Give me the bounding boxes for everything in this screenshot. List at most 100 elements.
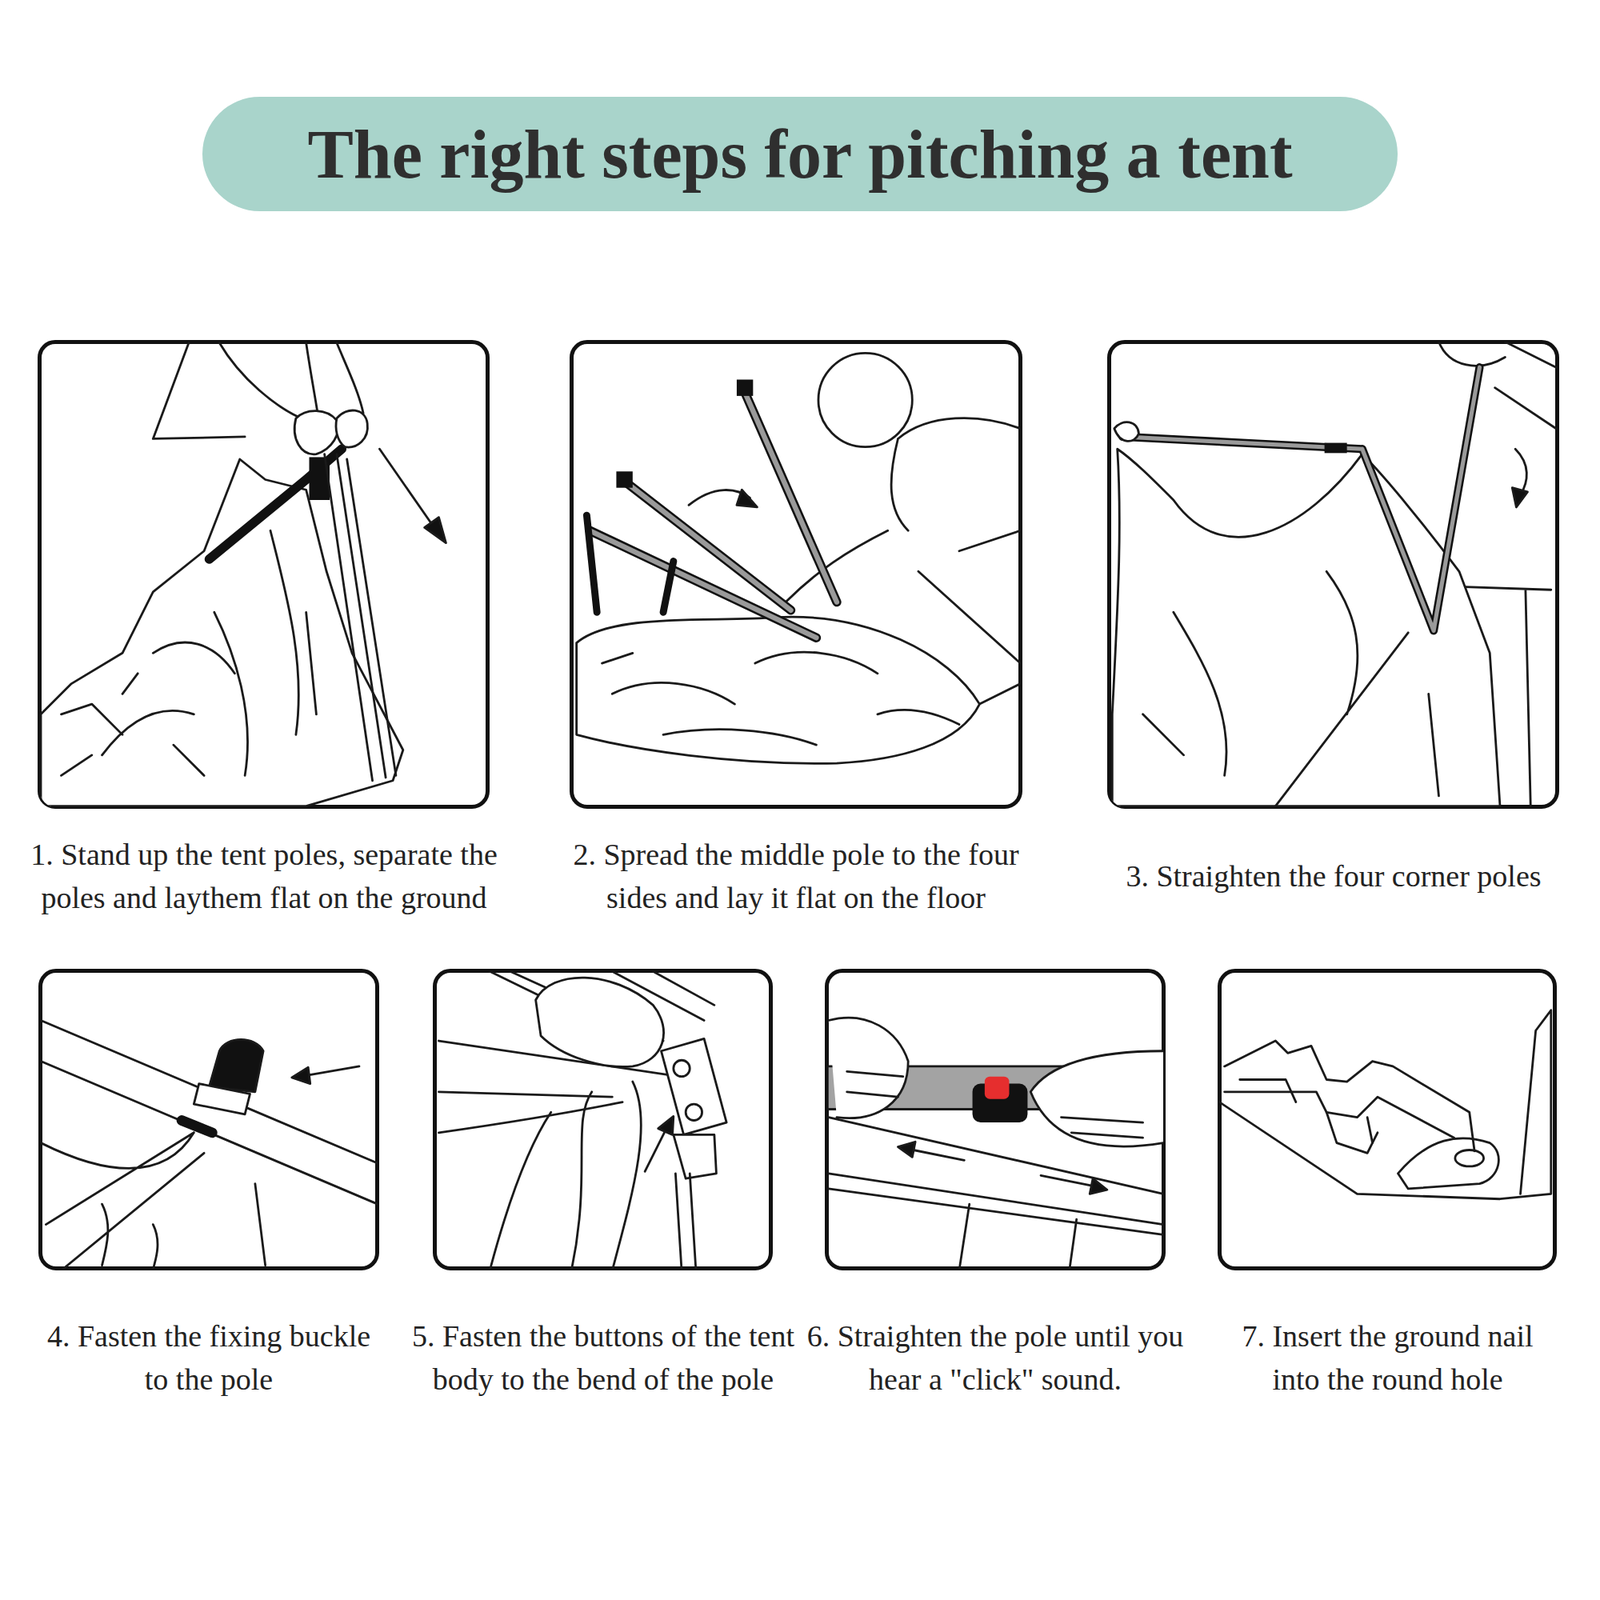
panel-three-art — [1143, 571, 1440, 806]
panel-one-art — [324, 454, 396, 781]
caption-area: 2. Spread the middle pole to the four si… — [548, 804, 1044, 949]
panel-two-art — [586, 515, 673, 612]
step-caption: 7. Insert the ground nail into the round… — [1217, 1315, 1558, 1402]
panel-five-art — [675, 1173, 696, 1270]
step-panel: 2. Spread the middle pole to the four si… — [569, 340, 1023, 809]
panel-six-art — [1089, 1178, 1108, 1194]
step-panel: 3. Straighten the four corner poles — [1107, 340, 1560, 809]
panel-two-art — [918, 530, 1021, 704]
panel-six-art — [1030, 1051, 1164, 1147]
panel-one-art — [336, 410, 368, 448]
panel-one-art — [40, 459, 404, 807]
panel-one-art — [61, 530, 317, 776]
panel-four-art — [40, 1020, 378, 1270]
panel-six-art — [972, 1084, 1028, 1123]
panel-four-art — [193, 1084, 250, 1115]
panel-five-art — [673, 1060, 690, 1076]
title-band: The right steps for pitching a tent — [202, 96, 1398, 212]
panel-five-art — [438, 1040, 714, 1133]
panel-seven-art — [1367, 1117, 1372, 1144]
panel-five-art — [489, 971, 664, 1051]
panel-four-art — [40, 1132, 266, 1270]
caption-area: 4. Fasten the fixing buckle to the pole — [36, 1266, 381, 1451]
panel-three-art — [1512, 488, 1528, 508]
step-caption: 6. Straighten the pole until you hear a … — [803, 1315, 1188, 1402]
panel-two-art — [602, 652, 960, 745]
panel-five-art — [438, 971, 727, 1269]
panel-two-art — [818, 352, 912, 447]
panel-one-art — [424, 517, 447, 544]
step-caption: 5. Fasten the buttons of the tent body t… — [407, 1315, 800, 1402]
panel-two-art — [589, 388, 837, 638]
step-panel: 6. Straighten the pole until you hear a … — [824, 968, 1166, 1271]
panel-two-art — [576, 352, 1021, 764]
panel-one-art — [208, 448, 342, 560]
panel-six-art — [913, 1149, 965, 1160]
caption-area: 3. Straighten the four corner poles — [1085, 804, 1582, 949]
caption-area: 7. Insert the ground nail into the round… — [1217, 1266, 1558, 1451]
panel-one-art — [152, 343, 245, 440]
panel-two-art — [736, 489, 758, 508]
panel-two-art — [589, 388, 837, 638]
panel-six-art — [897, 1141, 916, 1157]
panel-seven-art — [1455, 1149, 1484, 1166]
panel-two-art — [688, 489, 751, 505]
panel-seven-art — [1224, 1040, 1476, 1152]
caption-area: 1. Stand up the tent poles, separate the… — [20, 804, 508, 949]
panel-five-art — [673, 1134, 717, 1179]
panel-seven-art — [1219, 1010, 1552, 1200]
step-panel: 5. Fasten the buttons of the tent body t… — [432, 968, 773, 1271]
step-panel: 7. Insert the ground nail into the round… — [1217, 968, 1557, 1271]
step-caption: 3. Straighten the four corner poles — [1125, 855, 1541, 899]
step-caption: 1. Stand up the tent poles, separate the… — [20, 833, 508, 920]
panel-three-art — [1114, 422, 1140, 442]
panel-two-art — [576, 616, 980, 764]
panel-six-art — [828, 1017, 908, 1118]
title-text: The right steps for pitching a tent — [307, 114, 1292, 195]
panel-seven-art — [1219, 1010, 1552, 1200]
panel-one-art — [40, 343, 446, 807]
panel-five-art — [685, 1104, 702, 1120]
panel-one-art — [294, 411, 338, 455]
panel-three-art — [1122, 367, 1480, 631]
panel-six-art — [828, 1017, 1164, 1270]
step-panel: 4. Fasten the fixing buckle to the pole — [38, 968, 380, 1271]
panel-seven-art — [1224, 1092, 1455, 1138]
step-panel: 1. Stand up the tent poles, separate the… — [37, 340, 490, 809]
panel-four-art — [40, 1020, 378, 1205]
panel-three-art — [1515, 448, 1527, 495]
panel-five-art — [536, 977, 664, 1067]
panel-six-art — [984, 1076, 1010, 1100]
panel-four-art — [181, 1120, 212, 1133]
panel-one-art — [308, 456, 330, 500]
panel-seven-art — [1240, 1079, 1378, 1153]
caption-area: 5. Fasten the buttons of the tent body t… — [407, 1266, 800, 1451]
panel-four-art — [306, 1066, 360, 1076]
step-caption: 2. Spread the middle pole to the four si… — [548, 833, 1044, 920]
panel-three-art — [1122, 367, 1480, 631]
panel-six-art — [828, 1117, 1164, 1270]
panel-three-art — [1324, 443, 1348, 454]
caption-area: 6. Straighten the pole until you hear a … — [803, 1266, 1188, 1451]
panel-five-art — [661, 1038, 728, 1135]
step-caption: 4. Fasten the fixing buckle to the pole — [36, 1315, 381, 1402]
panel-six-art — [828, 1066, 1164, 1110]
panel-four-art — [292, 1067, 311, 1084]
panel-six-art — [828, 1066, 1164, 1110]
panel-two-art — [736, 379, 753, 396]
panel-six-art — [1040, 1175, 1092, 1186]
panel-one-art — [379, 448, 431, 523]
panel-seven-art — [1397, 1138, 1499, 1189]
panel-three-art — [1112, 448, 1500, 806]
panel-two-art — [785, 418, 1020, 603]
panel-five-art — [489, 1081, 641, 1270]
panel-five-art — [612, 971, 715, 1020]
panel-one-art — [219, 343, 364, 421]
panel-three-art — [1438, 341, 1556, 428]
panel-four-art — [208, 1039, 264, 1092]
panel-two-art — [616, 471, 632, 488]
panel-three-art — [1459, 586, 1552, 806]
